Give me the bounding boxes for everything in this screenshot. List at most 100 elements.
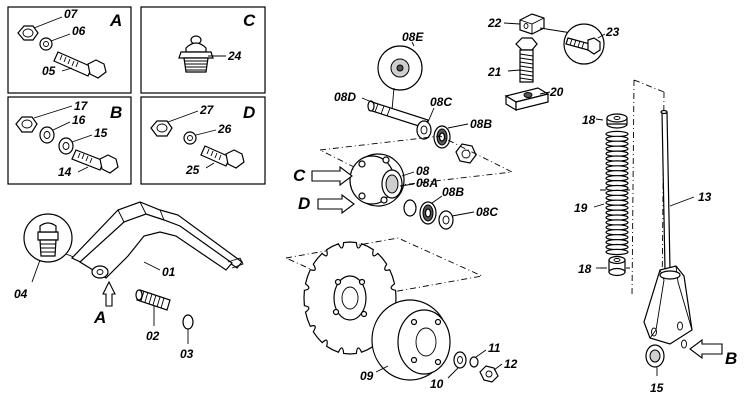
dashed-guide-right [631, 79, 665, 301]
box-b-frame [7, 96, 132, 185]
washer-08c-lower [438, 210, 454, 230]
label-11: 11 [488, 341, 501, 355]
leader-08b-lower [431, 195, 443, 204]
washer-26 [183, 131, 197, 145]
washer-06 [39, 37, 53, 51]
detail-line-08e [391, 87, 395, 111]
washer-16 [39, 126, 55, 144]
bolt-14 [71, 149, 119, 174]
nut-07 [17, 25, 39, 41]
leader-08a [399, 183, 415, 187]
bolt-05 [53, 51, 107, 79]
label-23: 23 [605, 25, 620, 39]
nipple-04 [37, 222, 59, 257]
label-16: 16 [72, 113, 86, 127]
spring-19 [605, 130, 629, 256]
leader-11 [475, 349, 487, 358]
leader-01 [143, 261, 161, 271]
box-a-frame [7, 6, 132, 94]
leader-26 [195, 129, 217, 136]
box-d-letter: D [243, 103, 255, 122]
leader-08d [361, 97, 375, 104]
washer-06-hole [43, 41, 49, 47]
nut-17-hole [21, 119, 33, 129]
pointer-c-arrow [311, 165, 353, 187]
box-a-letter: A [109, 11, 122, 30]
box-c: C 24 [140, 6, 266, 94]
box-c-letter: C [243, 11, 256, 30]
leader-08b-upper [447, 123, 469, 129]
nut-17 [15, 116, 38, 133]
spring-coil [605, 248, 629, 256]
spacer-15-hole [62, 142, 70, 150]
label-19: 19 [574, 201, 588, 215]
leader-06 [50, 33, 71, 42]
label-09: 09 [360, 369, 374, 383]
washer-08c-upper-hole [420, 125, 428, 135]
right-assembly: 18 19 18 13 [574, 79, 737, 395]
label-18-bottom: 18 [578, 262, 592, 276]
label-08d: 08D [334, 90, 356, 104]
label-18-top: 18 [582, 113, 596, 127]
label-03: 03 [180, 347, 194, 361]
hub-nut-hole [461, 149, 471, 159]
label-17: 17 [74, 99, 89, 113]
pointer-a-letter: A [93, 308, 106, 327]
washer-10 [453, 351, 467, 369]
label-20: 20 [549, 85, 564, 99]
leader-09 [375, 365, 389, 373]
nut-27 [150, 120, 173, 137]
pointer-c-letter: C [293, 166, 306, 185]
label-07: 07 [64, 7, 79, 21]
label-10: 10 [430, 377, 444, 391]
pointer-a-arrow [102, 280, 116, 307]
washer-16-hole [43, 131, 51, 139]
fork-bracket [643, 265, 693, 349]
label-15: 15 [94, 126, 108, 140]
plate-09 [371, 299, 451, 381]
spacer-15 [58, 137, 74, 155]
frame-01 [70, 201, 244, 279]
label-01: 01 [162, 265, 176, 279]
grease-nipple-24 [178, 35, 214, 73]
pointer-d-arrow [317, 193, 355, 215]
pointer-d-letter: D [298, 194, 310, 213]
label-08: 08 [416, 164, 430, 178]
nut-27-hole [156, 123, 168, 133]
label-08e: 08E [402, 30, 424, 44]
bearing-08b-upper [433, 125, 451, 149]
plate-20 [504, 87, 550, 112]
label-26: 26 [217, 122, 232, 136]
box-b-letter: B [110, 103, 122, 122]
cap-18-bottom [608, 255, 626, 277]
leader-20 [539, 91, 551, 95]
bolt-25 [200, 145, 245, 169]
washer-08c-upper [416, 120, 432, 140]
leader-08e [411, 41, 415, 47]
label-25: 25 [185, 163, 200, 177]
leader-13 [669, 196, 695, 207]
label-24: 24 [227, 49, 242, 63]
label-14: 14 [58, 165, 72, 179]
notched-disc [303, 241, 397, 355]
label-08c-lower: 08C [476, 205, 498, 219]
leader-17 [33, 105, 73, 119]
rod-13 [660, 109, 671, 271]
bushing-lower [403, 199, 417, 217]
label-08b-lower: 08B [442, 185, 464, 199]
leader-21 [507, 69, 521, 72]
leader-16 [52, 121, 71, 131]
screw-23 [565, 37, 601, 55]
leader-05 [61, 67, 73, 72]
top-right-assembly: 22 23 21 20 [487, 13, 620, 112]
label-21: 21 [487, 65, 502, 79]
label-27: 27 [199, 103, 215, 117]
washer-10-hole [457, 356, 463, 364]
leader-25 [205, 162, 215, 169]
label-22: 22 [487, 16, 502, 30]
bushing-15 [645, 344, 665, 368]
clamp-block-22 [519, 13, 545, 35]
leader-08c-lower [451, 211, 475, 217]
